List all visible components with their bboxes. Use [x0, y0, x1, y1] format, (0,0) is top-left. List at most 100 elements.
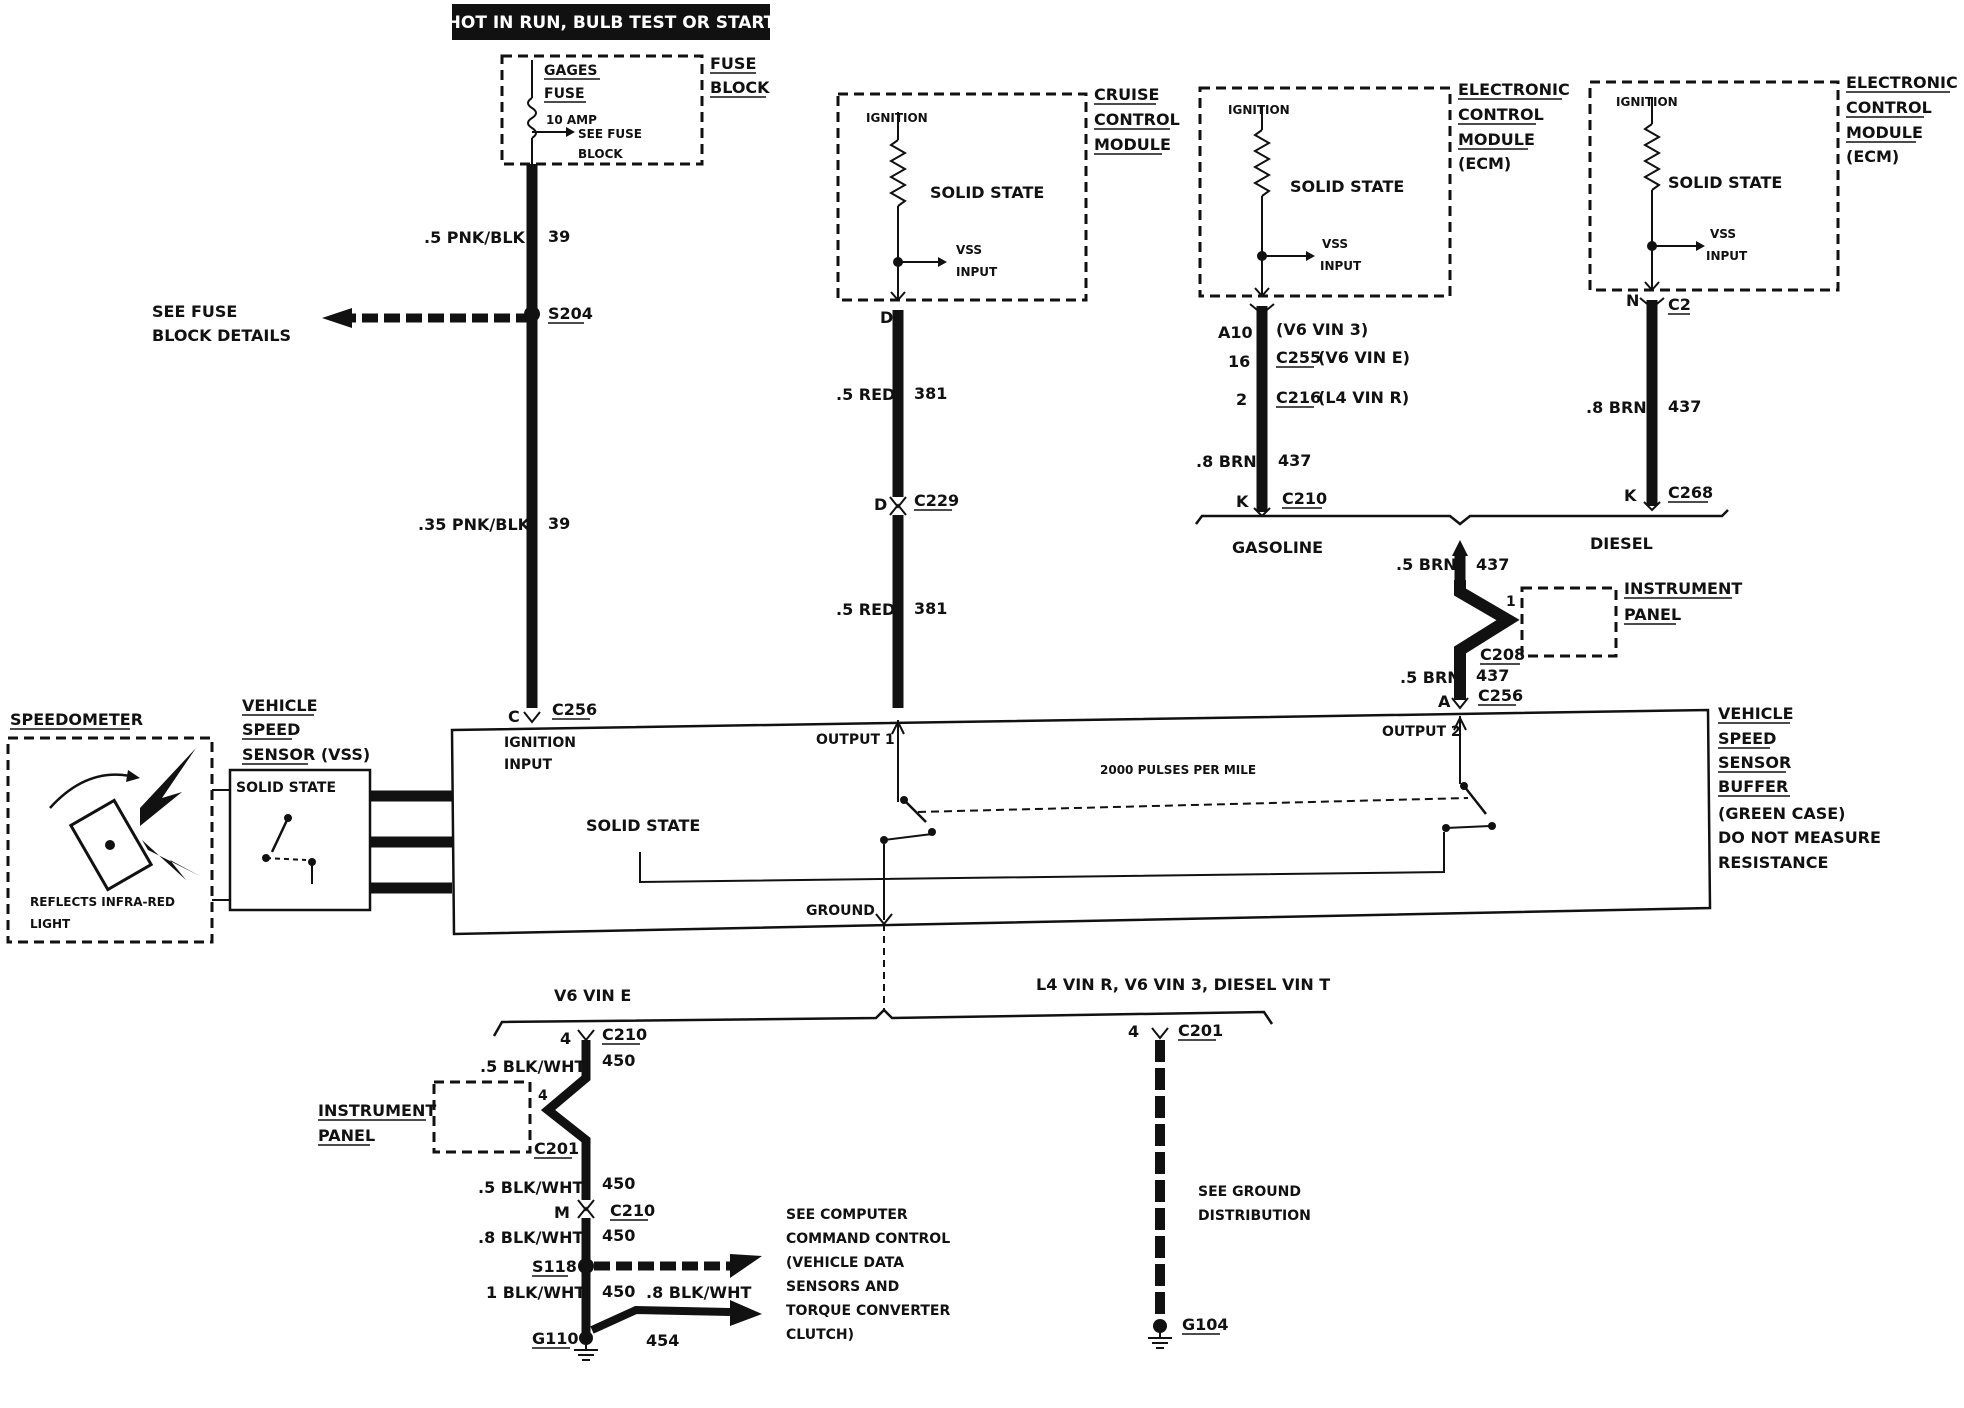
- cruise-label-2: CONTROL: [1094, 110, 1180, 129]
- conn-pin-c: C: [508, 707, 520, 726]
- ecm-gas-label-1: ELECTRONIC: [1458, 80, 1570, 99]
- gl-wire-5: .8 BLK/WHT: [646, 1283, 751, 1302]
- wire-label-red-1: .5 RED: [836, 385, 895, 404]
- circuit-437-2: 437: [1476, 666, 1509, 685]
- ground-right-circuit: 4 C201 SEE GROUND DISTRIBUTION G104: [1128, 1021, 1311, 1349]
- circuit-381-1: 381: [914, 384, 947, 403]
- vss-label-3: SENSOR (VSS): [242, 745, 370, 764]
- branch-l4-v6-diesel: L4 VIN R, V6 VIN 3, DIESEL VIN T: [1036, 975, 1330, 994]
- branch-gasoline: GASOLINE: [1232, 538, 1323, 557]
- power-header: HOT IN RUN, BULB TEST OR START: [447, 4, 776, 40]
- connector-icon: [1639, 297, 1665, 310]
- gr-ground-g104: G104: [1182, 1315, 1229, 1334]
- arrow-up-icon: [1453, 715, 1467, 731]
- conn-c256-right: C256: [1478, 686, 1523, 705]
- connector-icon: [1249, 303, 1275, 316]
- wire-label-pnk-blk-2: .35 PNK/BLK: [418, 515, 531, 534]
- vss-label-2: SPEED: [242, 720, 300, 739]
- switch-icon: [270, 817, 290, 853]
- buffer-output-2: OUTPUT 2: [1382, 724, 1461, 740]
- gl-splice-s118: S118: [532, 1257, 577, 1276]
- fuse-block-inner-label: BLOCK: [578, 147, 623, 161]
- gr-conn-c201: C201: [1178, 1021, 1223, 1040]
- fuse-block-label-1: FUSE: [710, 54, 756, 73]
- switch-icon: [1463, 785, 1487, 815]
- ecm-gas-vss: VSS: [1322, 237, 1348, 251]
- conn-c256-left: C256: [552, 700, 597, 719]
- circuit-39-2: 39: [548, 514, 570, 533]
- cruise-solid-state: SOLID STATE: [930, 183, 1044, 202]
- vss-buffer: IGNITION INPUT OUTPUT 1 OUTPUT 2 2000 PU…: [450, 704, 1881, 936]
- ip-label-right-1: INSTRUMENT: [1624, 579, 1742, 598]
- buffer-pulses: 2000 PULSES PER MILE: [1100, 763, 1256, 777]
- gr-pin-4: 4: [1128, 1022, 1139, 1041]
- ccc-line-5: TORQUE CONVERTER: [786, 1303, 950, 1319]
- sensor-wheel-icon: [68, 798, 154, 892]
- ecm-gas-label-3: MODULE: [1458, 130, 1535, 149]
- gl-ip-conn-c201: C201: [534, 1139, 579, 1158]
- ecm-diesel-conn-c2: C2: [1668, 295, 1691, 314]
- ecm-diesel-label-3: MODULE: [1846, 123, 1923, 142]
- gl-conn-c210-2: C210: [610, 1201, 655, 1220]
- fuse-rating: 10 AMP: [546, 113, 597, 127]
- splice-s204-label: S204: [548, 304, 593, 323]
- gr-see-ground-2: DISTRIBUTION: [1198, 1208, 1311, 1224]
- ecm-gas-pin-16: 16: [1228, 352, 1250, 371]
- ecm-gas-label-2: CONTROL: [1458, 105, 1544, 124]
- ip-pin-1: 1: [1506, 594, 1516, 610]
- ecm-gas-input: INPUT: [1320, 259, 1362, 273]
- ecm-gas-ignition: IGNITION: [1228, 103, 1290, 117]
- buffer-label-2: SPEED: [1718, 729, 1776, 748]
- gauge-arc-icon: [49, 773, 131, 809]
- conn-pin-a: A: [1438, 692, 1451, 711]
- fuse-see-label: SEE FUSE: [578, 127, 642, 141]
- gl-wire-3: .8 BLK/WHT: [478, 1228, 583, 1247]
- gl-conn-c210-1: C210: [602, 1025, 647, 1044]
- ecm-gas-note-3: (L4 VIN R): [1318, 388, 1409, 407]
- gl-pin-m: M: [554, 1203, 570, 1222]
- gl-wire-2: .5 BLK/WHT: [478, 1178, 583, 1197]
- arrow-right-icon: [1696, 241, 1705, 251]
- gl-circuit-5: 454: [646, 1331, 679, 1350]
- arrow-left-icon: [322, 308, 352, 328]
- connector-icon: [1151, 1027, 1169, 1040]
- wire-label-brn-diesel: .8 BRN: [1586, 398, 1647, 417]
- circuit-437-gas: 437: [1278, 451, 1311, 470]
- buffer-output-1: OUTPUT 1: [816, 732, 895, 748]
- header-label: HOT IN RUN, BULB TEST OR START: [447, 13, 776, 33]
- arrow-right-icon: [1306, 251, 1315, 261]
- arrow-up-icon: [1452, 540, 1468, 556]
- arrow-right-icon: [730, 1254, 762, 1278]
- cruise-ignition-label: IGNITION: [866, 111, 928, 125]
- gl-wire-1: .5 BLK/WHT: [480, 1057, 585, 1076]
- buffer-ignition-input-1: IGNITION: [504, 735, 576, 751]
- buffer-note-1: (GREEN CASE): [1718, 804, 1845, 823]
- wire-label-brn-2: .5 BRN: [1400, 668, 1461, 687]
- ecm-diesel-vss: VSS: [1710, 227, 1736, 241]
- buffer-label-1: VEHICLE: [1718, 704, 1794, 723]
- wire-label-brn-1: .5 BRN: [1396, 555, 1457, 574]
- gl-circuit-4: 450: [602, 1282, 635, 1301]
- vss-solid-state: SOLID STATE: [236, 780, 336, 796]
- gl-circuit-2: 450: [602, 1174, 635, 1193]
- ecm-diesel-solid-state: SOLID STATE: [1668, 173, 1782, 192]
- ccc-line-6: CLUTCH): [786, 1327, 854, 1343]
- gl-ip-label-1: INSTRUMENT: [318, 1101, 436, 1120]
- branch-diesel: DIESEL: [1590, 534, 1653, 553]
- speedometer: SPEEDOMETER REFLECTS INFRA-RED LIGHT: [6, 710, 230, 944]
- ecm-gas-pin-k: K: [1236, 492, 1249, 511]
- speedometer-label: SPEEDOMETER: [10, 710, 143, 729]
- gl-circuit-3: 450: [602, 1226, 635, 1245]
- buffer-note-3: RESISTANCE: [1718, 853, 1828, 872]
- conn-c229: C229: [914, 491, 959, 510]
- ccc-line-2: COMMAND CONTROL: [786, 1231, 950, 1247]
- resistor-icon: [1642, 123, 1662, 191]
- cruise-input-label: INPUT: [956, 265, 998, 279]
- engine-option-bracket: GASOLINE DIESEL: [1195, 509, 1729, 557]
- arrow-right-icon: [730, 1300, 762, 1326]
- buffer-solid-state: SOLID STATE: [586, 816, 700, 835]
- branch-v6-vin-e: V6 VIN E: [554, 986, 631, 1005]
- arrow-right-icon: [566, 127, 575, 137]
- arrow-right-icon: [938, 257, 947, 267]
- ecm-diesel-conn-c268: C268: [1668, 483, 1713, 502]
